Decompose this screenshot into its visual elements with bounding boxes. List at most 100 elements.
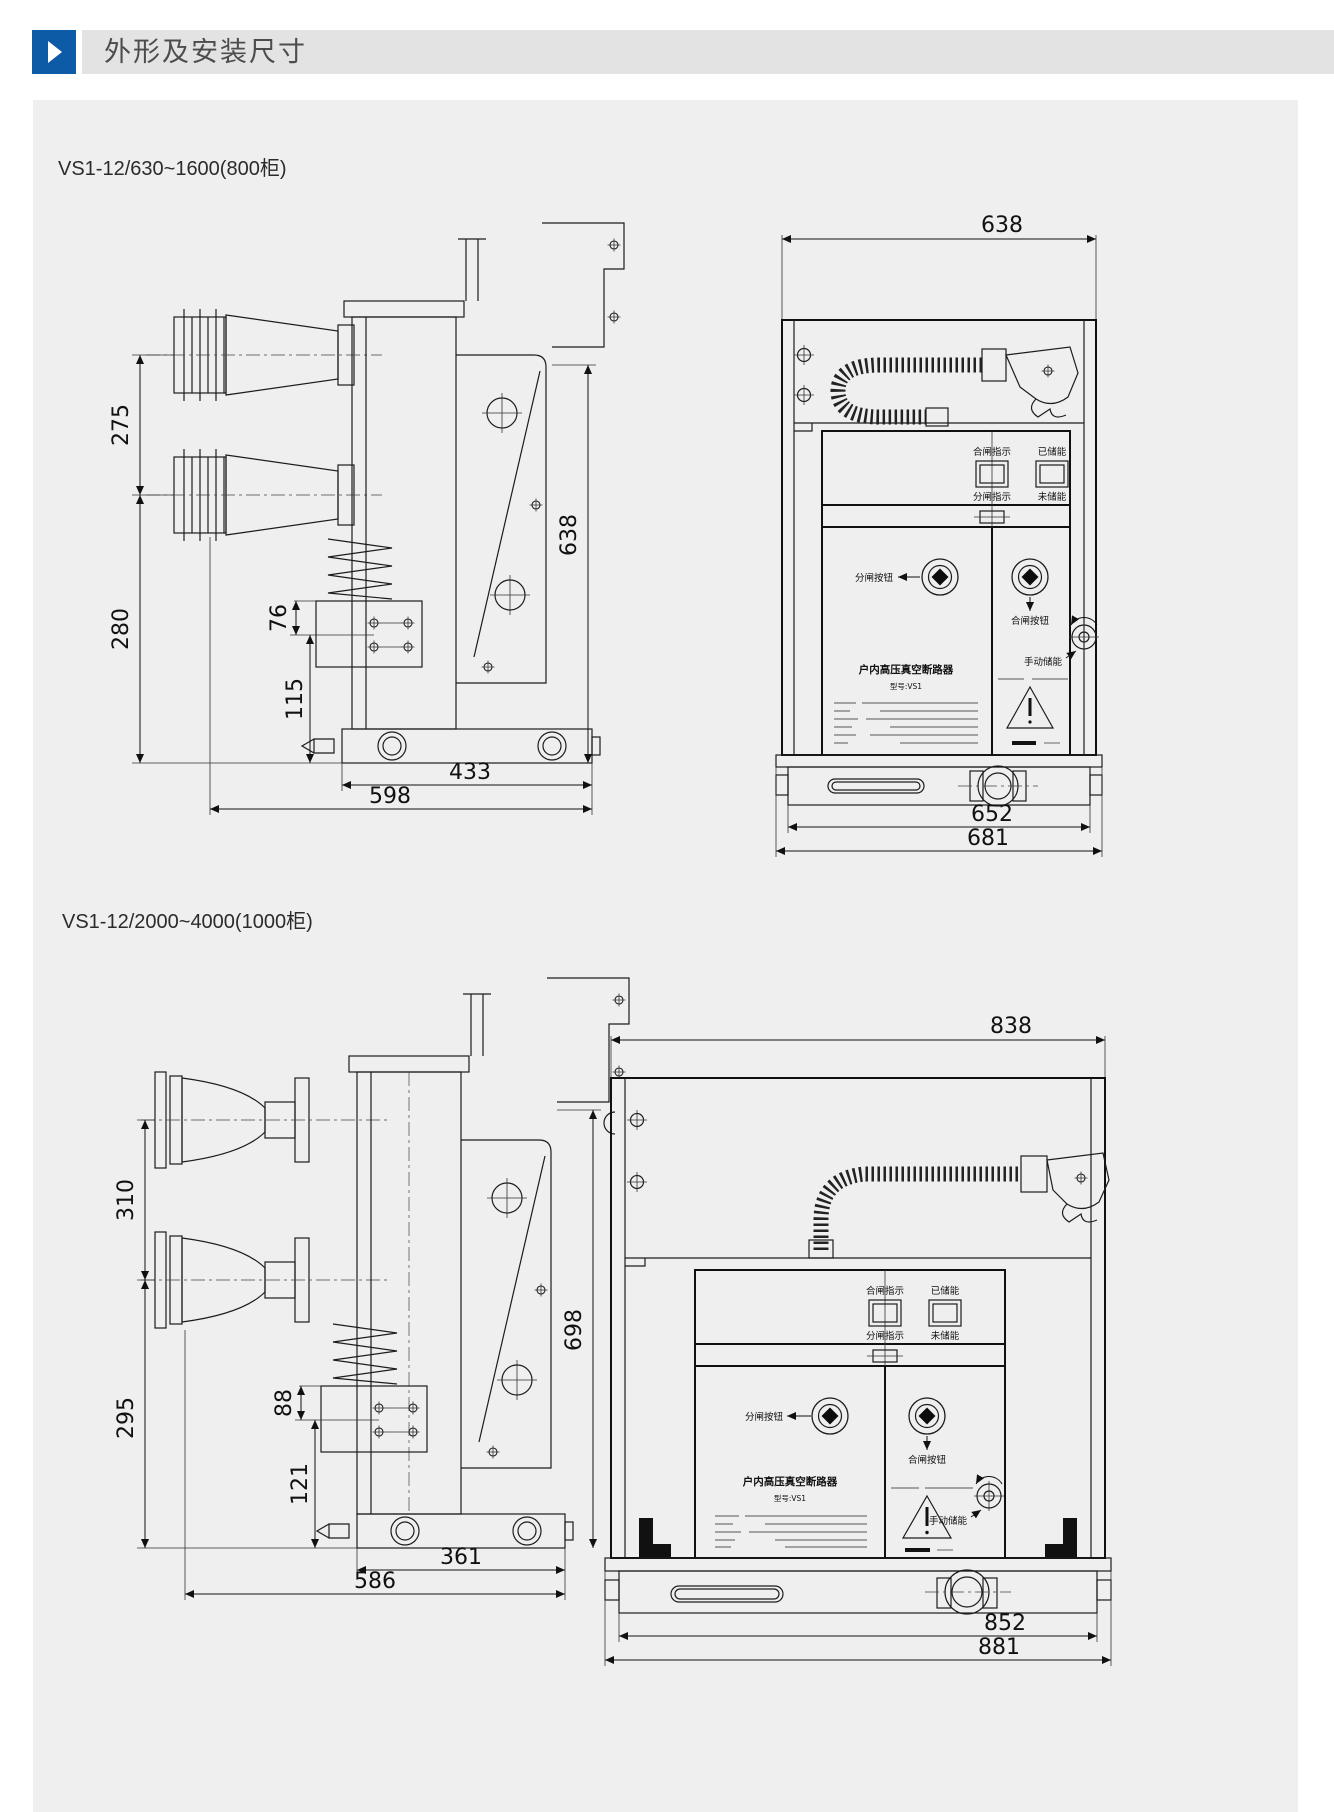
dim-front-rail-width: 852 xyxy=(984,1611,1026,1636)
opening-button[interactable] xyxy=(921,558,959,596)
contact-spring xyxy=(327,538,393,600)
manual-charging-socket[interactable] xyxy=(973,1480,1005,1512)
truck-frame-bracket xyxy=(542,222,625,348)
cabinet xyxy=(610,1077,1106,1559)
nameplate-fine-print xyxy=(715,1515,867,1548)
corner-brackets xyxy=(639,1518,1077,1558)
label-closing-button: 合闸按钮 xyxy=(1011,615,1050,627)
manual-charging-socket[interactable] xyxy=(1068,621,1100,653)
label-closing-indicator: 合闸指示 xyxy=(866,1285,904,1297)
dim-bracket-to-base: 121 xyxy=(288,1463,313,1505)
warning-triangle xyxy=(891,1487,973,1552)
dimension-lines-top xyxy=(610,1036,1106,1078)
label-closing-indicator: 合闸指示 xyxy=(973,446,1011,458)
lock-slot xyxy=(867,1349,903,1363)
label-opening-indicator: 分闸指示 xyxy=(973,491,1011,503)
dim-total-width: 586 xyxy=(354,1569,396,1594)
truck-base-front xyxy=(604,1557,1112,1615)
opening-button[interactable] xyxy=(811,1397,849,1435)
nameplate-title: 户内高压真空断路器 xyxy=(742,1475,838,1488)
dimension-lines-bottom xyxy=(775,767,1103,857)
dim-pole-spacing: 310 xyxy=(114,1179,139,1221)
dim-front-rail-width: 652 xyxy=(971,802,1013,827)
label-energy-not-stored: 未储能 xyxy=(1038,491,1067,503)
dim-pole-spacing: 275 xyxy=(109,404,134,446)
cabinet xyxy=(781,319,1097,756)
front-panel: 合闸指示 分闸指示 已储能 未储能 分闸按钮 合闸按钮 手动储能 户内高压真空断… xyxy=(694,1269,1006,1559)
dim-rail-width: 433 xyxy=(449,760,491,785)
dim-bracket: 88 xyxy=(272,1389,297,1417)
contact-spring xyxy=(332,1323,398,1385)
triangle-icon xyxy=(48,41,62,63)
truck-base xyxy=(315,1513,574,1549)
mechanism-housing xyxy=(461,1139,552,1469)
wheel xyxy=(390,1516,420,1546)
latch-hook xyxy=(1046,1152,1110,1223)
latch-hook xyxy=(1005,346,1079,418)
section1-label: VS1-12/630~1600(800柜) xyxy=(58,158,287,180)
truck-base-front xyxy=(775,754,1103,807)
header-banner: 外形及安装尺寸 xyxy=(82,30,1334,74)
breaker-body xyxy=(348,993,491,1515)
side-view-1000: 310 295 88 121 698 361 586 xyxy=(114,977,630,1600)
closing-indicator-window xyxy=(975,460,1009,488)
dim-front-top-width: 638 xyxy=(981,213,1023,238)
front-view-1000: 838 xyxy=(604,1014,1112,1666)
dim-height: 638 xyxy=(557,514,582,556)
flexible-conduit xyxy=(830,348,1007,427)
wheel xyxy=(377,731,407,761)
wheel xyxy=(512,1516,542,1546)
wheel xyxy=(537,731,567,761)
page-title: 外形及安装尺寸 xyxy=(104,37,307,67)
front-panel: 合闸指示 分闸指示 已储能 未储能 分闸按钮 合闸按钮 手动储能 户内高压真空断… xyxy=(821,430,1100,756)
mounting-bracket xyxy=(320,1385,428,1453)
dim-front-top-width: 838 xyxy=(990,1014,1032,1039)
dimension-lines-bottom xyxy=(604,1571,1112,1666)
header-play-icon xyxy=(32,30,76,74)
breaker-body xyxy=(343,238,486,730)
label-energy-stored: 已储能 xyxy=(1038,446,1067,458)
label-manual-charging: 手动储能 xyxy=(1024,656,1063,668)
pole-lower xyxy=(141,1231,387,1329)
warning-triangle xyxy=(998,678,1068,745)
side-view-800: 275 280 76 115 638 433 598 xyxy=(109,222,625,815)
label-opening-button: 分闸按钮 xyxy=(745,1411,784,1423)
label-energy-stored: 已储能 xyxy=(931,1285,960,1297)
nameplate-title: 户内高压真空断路器 xyxy=(858,663,954,676)
dim-rail-width: 361 xyxy=(440,1545,482,1570)
label-opening-indicator: 分闸指示 xyxy=(866,1330,904,1342)
section2-label: VS1-12/2000~4000(1000柜) xyxy=(62,911,313,933)
dimension-lines-top xyxy=(781,235,1097,320)
lock-slot xyxy=(974,510,1010,524)
front-view-800: 638 xyxy=(775,213,1103,857)
dim-bracket-to-base: 115 xyxy=(283,678,308,720)
mounting-bracket xyxy=(315,600,423,668)
dim-front-total-width: 681 xyxy=(967,826,1009,851)
label-energy-not-stored: 未储能 xyxy=(931,1330,960,1342)
dimension-lines xyxy=(132,354,596,815)
truck-base xyxy=(300,728,601,764)
dim-pole-to-base: 295 xyxy=(114,1397,139,1439)
dim-pole-to-base: 280 xyxy=(109,608,134,650)
dim-height: 698 xyxy=(562,1309,587,1351)
nameplate-model: 型号:VS1 xyxy=(890,682,922,691)
dim-front-total-width: 881 xyxy=(978,1635,1020,1660)
closing-button[interactable] xyxy=(1011,558,1049,596)
label-closing-button: 合闸按钮 xyxy=(908,1454,947,1466)
dim-total-width: 598 xyxy=(369,784,411,809)
nameplate-fine-print xyxy=(834,702,978,744)
closing-button[interactable] xyxy=(908,1397,946,1435)
pole-upper xyxy=(141,1071,387,1169)
closing-indicator-window xyxy=(868,1299,902,1327)
pole-upper xyxy=(146,309,382,401)
energy-indicator-window xyxy=(1035,460,1069,488)
nameplate-model: 型号:VS1 xyxy=(774,1494,806,1503)
mechanism-housing xyxy=(456,354,547,684)
dim-bracket: 76 xyxy=(267,604,292,632)
flexible-conduit xyxy=(808,1155,1048,1259)
label-manual-charging: 手动储能 xyxy=(929,1515,968,1527)
dimension-lines xyxy=(137,1109,601,1600)
pole-lower xyxy=(146,449,382,541)
label-opening-button: 分闸按钮 xyxy=(855,572,894,584)
